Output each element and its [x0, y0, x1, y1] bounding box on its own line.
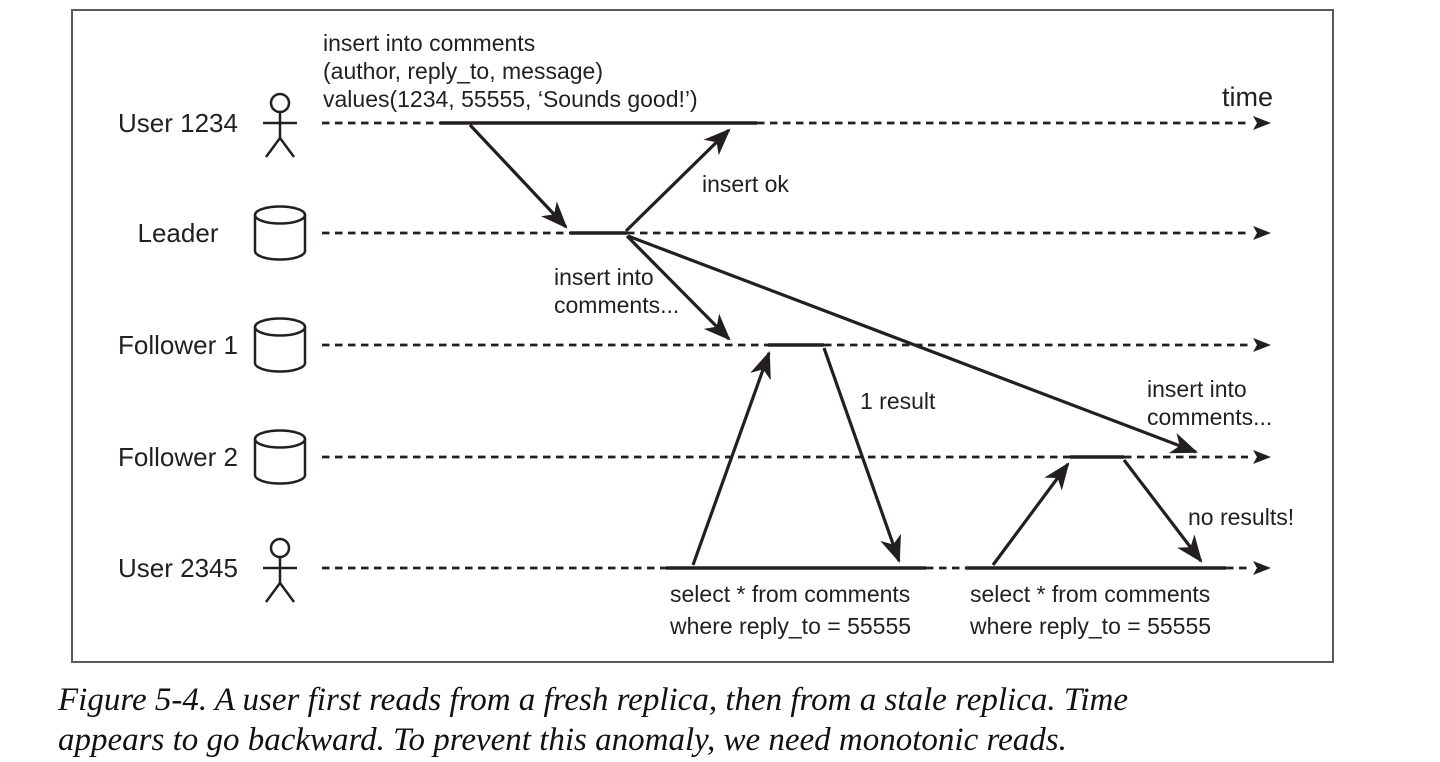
timeline-arrowhead: [1253, 450, 1271, 464]
select-query2-line1: select * from comments: [970, 581, 1210, 607]
select-query1-line2: where reply_to = 55555: [669, 613, 911, 639]
timeline-arrowhead: [1253, 226, 1271, 240]
person-icon: [263, 92, 297, 158]
lane-label-user-2345: User 2345: [118, 553, 238, 583]
select-query2-line2: where reply_to = 55555: [969, 613, 1211, 639]
replicate2-line2: comments...: [1147, 404, 1272, 430]
lane-label-leader: Leader: [138, 218, 219, 248]
timeline-arrowhead: [1253, 561, 1271, 575]
lane-leader: Leader: [138, 205, 1271, 261]
database-icon: [253, 429, 307, 485]
insert-ok-label: insert ok: [702, 171, 789, 197]
replicate2-line1: insert into: [1147, 376, 1247, 402]
lane-follower-1: Follower 1: [118, 317, 1271, 373]
lane-follower-2: Follower 2: [118, 429, 1271, 485]
timeline-arrowhead: [1253, 338, 1271, 352]
message-arrows: [468, 123, 1203, 566]
figure-caption-line1: Figure 5-4. A user first reads from a fr…: [58, 682, 1129, 718]
lane-user-1234: User 1234: [118, 92, 1271, 158]
select-query-annotation-1: select * from comments where reply_to = …: [669, 581, 911, 639]
select-query-annotation-2: select * from comments where reply_to = …: [969, 581, 1211, 639]
insert-query-line2: (author, reply_to, message): [323, 58, 603, 84]
insert-query-line1: insert into comments: [323, 30, 535, 56]
figure-frame: [71, 9, 1334, 663]
insert-query-annotation: insert into comments (author, reply_to, …: [323, 30, 698, 112]
arrow-insert-request: [468, 123, 568, 229]
replicate1-line1: insert into: [554, 264, 654, 290]
lane-label-follower-2: Follower 2: [118, 442, 238, 472]
arrow-query2-request: [991, 462, 1070, 566]
replicate-annotation-2: insert into comments...: [1147, 376, 1272, 430]
figure-caption: Figure 5-4. A user first reads from a fr…: [58, 680, 1418, 760]
database-icon: [253, 317, 307, 373]
time-axis-label: time: [1222, 82, 1273, 112]
arrow-replicate-follower2: [627, 234, 1199, 454]
no-results-label: no results!: [1188, 504, 1294, 530]
replicate-annotation-1: insert into comments...: [554, 264, 679, 318]
one-result-label: 1 result: [860, 388, 936, 414]
arrow-query2-response: [1122, 459, 1203, 563]
insert-query-line3: values(1234, 55555, ‘Sounds good!’): [323, 86, 698, 112]
select-query1-line1: select * from comments: [670, 581, 910, 607]
lane-label-user-1234: User 1234: [118, 108, 238, 138]
person-icon: [263, 537, 297, 603]
arrow-insert-ok: [624, 128, 731, 233]
lane-user-2345: User 2345: [118, 537, 1271, 603]
timeline-arrowhead: [1253, 116, 1271, 130]
arrow-query1-response: [822, 347, 901, 564]
lane-label-follower-1: Follower 1: [118, 330, 238, 360]
arrow-replicate-follower1: [625, 234, 731, 341]
arrow-query1-request: [691, 350, 771, 566]
replicate1-line2: comments...: [554, 292, 679, 318]
database-icon: [253, 205, 307, 261]
figure-caption-line2: appears to go backward. To prevent this …: [58, 722, 1067, 758]
